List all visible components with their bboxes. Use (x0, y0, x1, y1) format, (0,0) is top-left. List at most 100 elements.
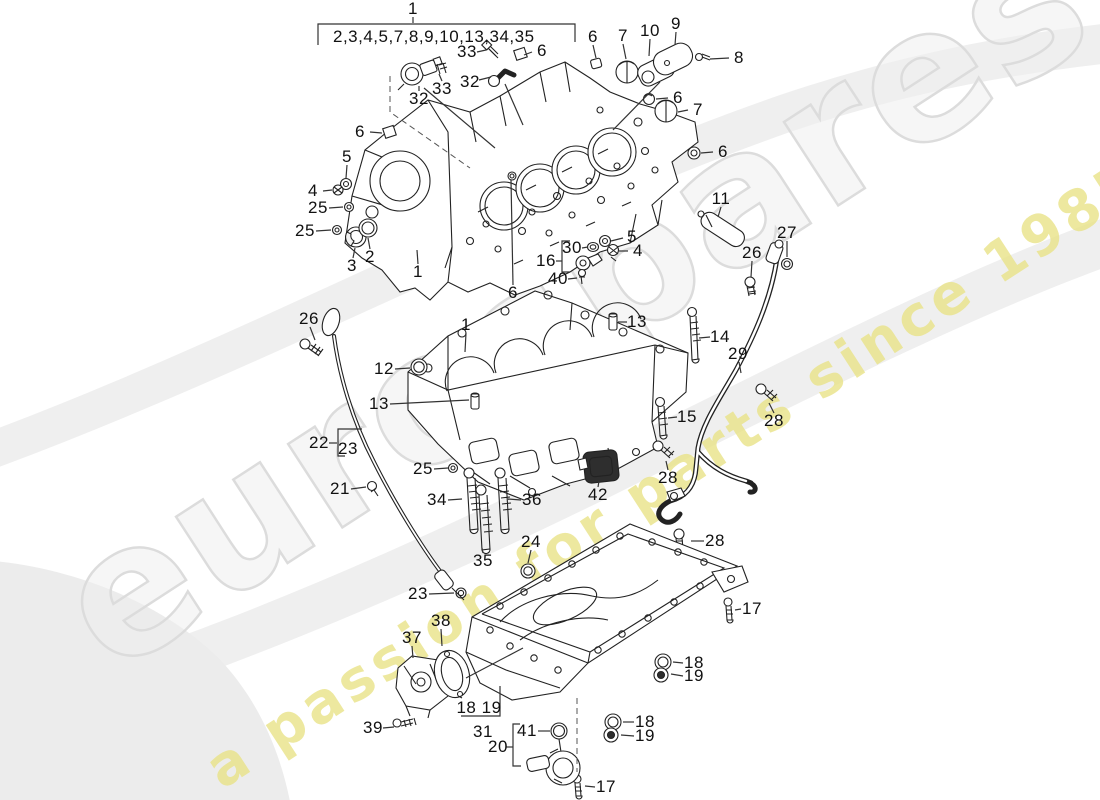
callout-label-25: 25 (413, 459, 433, 478)
leader-line (411, 645, 414, 659)
callout-label-28: 28 (658, 468, 678, 487)
leader-line (738, 361, 742, 374)
leader-line (510, 179, 514, 286)
leader-line (478, 76, 492, 81)
leader-line (476, 49, 487, 53)
bolt-33b (433, 57, 447, 74)
callout-label-13: 13 (627, 312, 647, 331)
dashed-reference-line (389, 76, 471, 169)
callout-label-8: 8 (734, 48, 744, 67)
oil-thermostat (526, 723, 580, 785)
callout-label-2: 2 (365, 247, 375, 266)
bracket-line (504, 83, 524, 126)
leader-line (709, 57, 730, 60)
callout-label-19: 19 (635, 726, 655, 745)
oring-24 (521, 564, 535, 578)
callout-label-30: 30 (562, 238, 582, 257)
leader-line (328, 206, 344, 209)
leader-line (700, 151, 714, 154)
leader-line (527, 549, 532, 564)
callout-label-22: 22 (309, 433, 329, 452)
bracket-line (465, 647, 524, 679)
leader-line (698, 336, 711, 339)
callout-label-18: 18 (684, 653, 704, 672)
bracket-line (423, 87, 496, 149)
leader-line (592, 44, 597, 59)
leader-line (523, 51, 533, 56)
sensor-32a (398, 60, 438, 90)
dowel-13a (609, 313, 617, 330)
leader-line (672, 661, 684, 664)
callout-label-40: 40 (548, 269, 568, 288)
bracket-line (512, 723, 521, 767)
callout-label-19: 19 (684, 666, 704, 685)
callout-label-32: 32 (409, 89, 429, 108)
fasteners-and-seals (300, 308, 777, 800)
callout-label-25: 25 (295, 221, 315, 240)
leader-line (581, 246, 589, 249)
callout-label-9: 9 (671, 14, 681, 33)
callout-label-5: 5 (342, 147, 352, 166)
leader-line (440, 628, 443, 647)
leader-line (481, 547, 484, 554)
leader-line (447, 498, 463, 501)
bolt-28a (756, 384, 777, 401)
callout-label-31: 31 (473, 722, 493, 741)
callout-label-4: 4 (308, 181, 318, 200)
callout-label-1: 1 (413, 262, 423, 281)
callout-label-17: 17 (742, 599, 762, 618)
callout-label-33: 33 (457, 42, 477, 61)
callout-label-25: 25 (308, 198, 328, 217)
bolt-26b (745, 277, 756, 296)
callout-label-33: 33 (432, 79, 452, 98)
callout-label-14: 14 (710, 327, 730, 346)
leader-line (620, 734, 635, 737)
plug-19a (654, 668, 668, 682)
leader-line (648, 38, 651, 57)
leader-line (670, 673, 684, 677)
leader-line (622, 43, 627, 60)
screw-8 (696, 54, 711, 61)
callout-label-26: 26 (742, 243, 762, 262)
oil-pan (466, 524, 748, 700)
callout-label-17: 17 (596, 777, 616, 796)
sensor-32b (489, 71, 515, 87)
bolt-28b (653, 441, 674, 458)
callout-label-5: 5 (627, 227, 637, 246)
leader-line (350, 486, 367, 490)
bracket-line (561, 240, 570, 273)
bolt-17a (724, 598, 733, 623)
dipstick-tube (319, 306, 464, 600)
callout-label-6: 6 (537, 41, 547, 60)
callout-label-6: 6 (718, 142, 728, 161)
bolt-33a (482, 40, 498, 58)
callout-label-28: 28 (764, 411, 784, 430)
dowel-13b (471, 393, 479, 409)
callout-label-12: 12 (374, 359, 394, 378)
callout-label-4: 4 (633, 241, 643, 260)
callout-label-16: 16 (536, 251, 556, 270)
callout-label-10: 10 (640, 21, 660, 40)
callout-label-11: 11 (711, 189, 731, 208)
leader-line (734, 608, 742, 611)
oil-pipe (659, 240, 784, 522)
sleeve-11 (698, 209, 748, 249)
leader-line (567, 277, 578, 280)
bracket-line (461, 686, 501, 717)
callout-label-6: 6 (355, 122, 365, 141)
plug-6b (590, 58, 602, 69)
bolt-26a (300, 339, 323, 356)
cup-7a (616, 61, 638, 83)
leader-line (433, 467, 449, 470)
bolt-34 (464, 468, 481, 534)
callout-label-27: 27 (777, 223, 797, 242)
oring-2 (359, 219, 377, 237)
leader-line (394, 367, 411, 370)
callout-label-23: 23 (408, 584, 428, 603)
leader-line (597, 480, 600, 488)
leader-line (309, 326, 316, 341)
leader-line (750, 260, 753, 278)
plug-4a (333, 185, 343, 195)
oring-23b (456, 588, 466, 598)
